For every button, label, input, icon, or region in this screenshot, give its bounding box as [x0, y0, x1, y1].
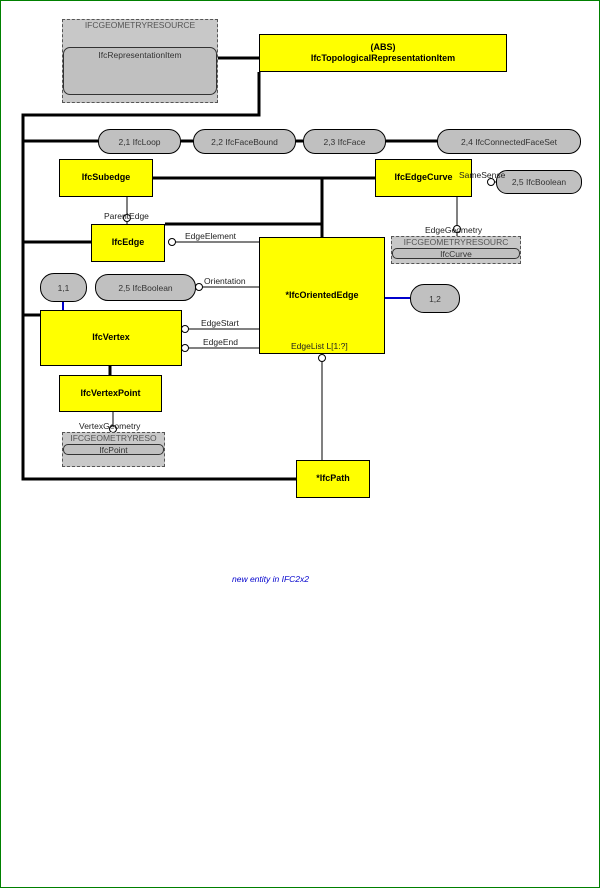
entity-ifc-edge-curve[interactable]: IfcEdgeCurve: [375, 159, 472, 197]
entity-ifc-oriented-edge[interactable]: *IfcOrientedEdge: [259, 237, 385, 354]
edge-start-circle: [181, 325, 189, 333]
entity-ifc-edge[interactable]: IfcEdge: [91, 224, 165, 262]
entity-ifc-vertex[interactable]: IfcVertex: [40, 310, 182, 366]
entity-ifc-vertex-point[interactable]: IfcVertexPoint: [59, 375, 162, 412]
edge-list-circle: [318, 354, 326, 362]
legend-note: new entity in IFC2x2: [232, 574, 310, 584]
ref-ifc-loop[interactable]: 2,1 IfcLoop: [98, 129, 181, 154]
entity-name: IfcTopologicalRepresentationItem: [310, 53, 456, 63]
group-title: IFCGEOMETRYRESO: [70, 433, 157, 443]
label-edge-list: EdgeList L[1:?]: [291, 341, 348, 351]
label-same-sense: SameSense: [459, 170, 506, 180]
label-edge-geometry: EdgeGeometry: [425, 225, 483, 235]
entity-ifc-subedge[interactable]: IfcSubedge: [59, 159, 153, 197]
label-edge-element: EdgeElement: [185, 231, 237, 241]
label-parent-edge: ParentEdge: [104, 211, 149, 221]
edge-geometry-circle: [453, 225, 461, 233]
abstract-marker: (ABS): [370, 41, 396, 52]
ref-ifc-representation-item[interactable]: IfcRepresentationItem: [63, 47, 217, 95]
orientation-circle: [195, 283, 203, 291]
entity-ifc-topological-representation-item[interactable]: (ABS) IfcTopologicalRepresentationItem: [259, 34, 507, 72]
ref-ifc-boolean-orientation[interactable]: 2,5 IfcBoolean: [95, 274, 196, 301]
same-sense-circle: [487, 178, 495, 186]
edge-element-circle: [168, 238, 176, 246]
edge-end-circle: [181, 344, 189, 352]
ref-ifc-face[interactable]: 2,3 IfcFace: [303, 129, 386, 154]
group-title: IFCGEOMETRYRESOURC: [403, 237, 509, 247]
ref-ifc-connected-face-set[interactable]: 2,4 IfcConnectedFaceSet: [437, 129, 581, 154]
group-geometry-resource-top: IFCGEOMETRYRESOURCE IfcRepresentationIte…: [62, 19, 218, 103]
group-geometry-resource-point: IFCGEOMETRYRESO IfcPoint: [62, 432, 165, 467]
label-vertex-geometry: VertexGeometry: [79, 421, 141, 431]
label-orientation: Orientation: [204, 276, 246, 286]
ref-page-1-2[interactable]: 1,2: [410, 284, 460, 313]
label-edge-end: EdgeEnd: [203, 337, 238, 347]
label-edge-start: EdgeStart: [201, 318, 239, 328]
group-geometry-resource-curve: IFCGEOMETRYRESOURC IfcCurve: [391, 236, 521, 264]
ref-ifc-curve[interactable]: IfcCurve: [392, 248, 520, 259]
line-main-trunk: [21, 72, 296, 481]
ref-page-1-1[interactable]: 1,1: [40, 273, 87, 302]
ref-ifc-point[interactable]: IfcPoint: [63, 444, 164, 455]
ref-ifc-face-bound[interactable]: 2,2 IfcFaceBound: [193, 129, 296, 154]
parent-edge-circle: [123, 214, 131, 222]
group-title: IFCGEOMETRYRESOURCE: [84, 20, 196, 30]
ref-ifc-boolean-same-sense[interactable]: 2,5 IfcBoolean: [496, 170, 582, 194]
entity-ifc-path[interactable]: *IfcPath: [296, 460, 370, 498]
